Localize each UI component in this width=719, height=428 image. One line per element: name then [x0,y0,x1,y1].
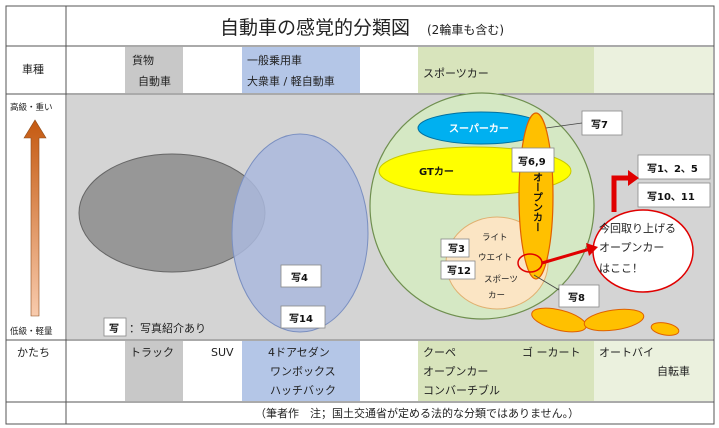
category-sports: スポーツカー [423,67,489,80]
shape-bike-band [594,341,713,401]
legend-text: ：写真紹介あり [129,321,206,335]
shape-suv: SUV [211,346,234,359]
legend-box [103,317,127,337]
shape-sedan: 4ドアセダン [268,345,330,359]
category-passenger-line2: 大衆車 / 軽自動車 [247,74,335,88]
footer-row [5,401,715,425]
category-truck-line1: 貨物 [132,53,154,67]
axis-arrow-icon [23,119,47,317]
bicycle-ellipse [650,322,680,336]
bike-band [594,47,713,93]
category-passenger-line1: 一般乗用車 [247,53,302,67]
sports-band [418,47,594,93]
category-row-label: 車種 [22,62,44,76]
photo-tag-12-label: 写12 [447,265,471,277]
red-elbow-arrow [611,175,629,212]
title-row [5,5,715,47]
photo-tag-69 [511,147,555,173]
photo-tag-7-leader [545,122,583,129]
shape-onebox: ワンボックス [270,365,336,378]
lightweight-label-2: ウエイト [478,253,512,263]
passenger-band [242,47,360,93]
callout-line3: はここ！ [599,262,643,275]
callout-line2: オープンカー [599,241,664,254]
photo-tag-8 [558,284,600,308]
photo-tag-14-label: 写14 [289,313,313,325]
photo-tag-7 [581,110,623,136]
photo-tag-1011-label: 写10、11 [647,191,695,203]
diagram-subtitle: (2輪車も含む) [427,22,504,37]
red-arrow-head [586,243,598,256]
category-truck-line2: 自動車 [138,74,171,88]
shape-sports-band [418,341,594,401]
axis-high-label: 高級・重い [10,102,53,113]
diagram-title: 自動車の感覚的分類図 [220,17,410,39]
photo-tag-125-label: 写1、2、5 [647,163,698,175]
photo-tag-8-label: 写8 [568,292,585,304]
photo-tag-3-label: 写3 [448,243,465,255]
lightweight-label-1: ライト [482,233,508,243]
photo-tag-4-label: 写4 [291,272,308,284]
photo-tag-4 [280,264,322,288]
photo-tag-125 [637,154,711,180]
lightweight-label-3: スポーツ [484,275,518,285]
shape-hatchback: ハッチバック [270,384,336,397]
photo-tag-69-label: 写6,9 [518,156,546,168]
gtcar-label: GTカー [419,166,454,178]
photo-tag-14 [280,305,326,329]
footer-note: （筆者作 注；国土交通省が定める法的な分類ではありません。） [255,406,579,420]
lightweight-label-4: カー [488,291,505,301]
shape-coupe: クーペ [423,346,456,359]
motorbike-ellipse [583,308,645,332]
shape-passenger-band [242,341,360,401]
photo-tag-1011 [637,182,711,208]
supercar-label: スーパーカー [449,123,509,135]
shape-bicycle: 自転車 [657,364,690,378]
red-elbow-arrowhead [628,170,639,186]
legend-box-label: 写 [109,323,119,335]
truck-band [125,47,183,93]
callout-line1: 今回取り上げる [599,221,676,235]
opencar-vertical-label: オープンカー [531,172,543,232]
photo-tag-3 [440,238,470,258]
shape-convertible: コンバーチブル [423,383,500,397]
shape-truck: トラック [130,346,174,359]
photo-tag-12 [440,260,476,280]
shape-motorbike: オートバイ [599,346,654,359]
shape-open-car: オープンカー [423,365,488,378]
shape-go-kart: ゴ ーカート [522,345,581,359]
shape-truck-band [125,341,183,401]
red-arrow-shaft [541,247,591,265]
axis-low-label: 低級・軽量 [10,326,53,337]
photo-tag-7-label: 写7 [591,119,608,131]
shape-row-label: かたち [17,346,50,359]
photo-tag-8-leader [533,274,560,291]
passenger-ellipse [231,133,369,333]
